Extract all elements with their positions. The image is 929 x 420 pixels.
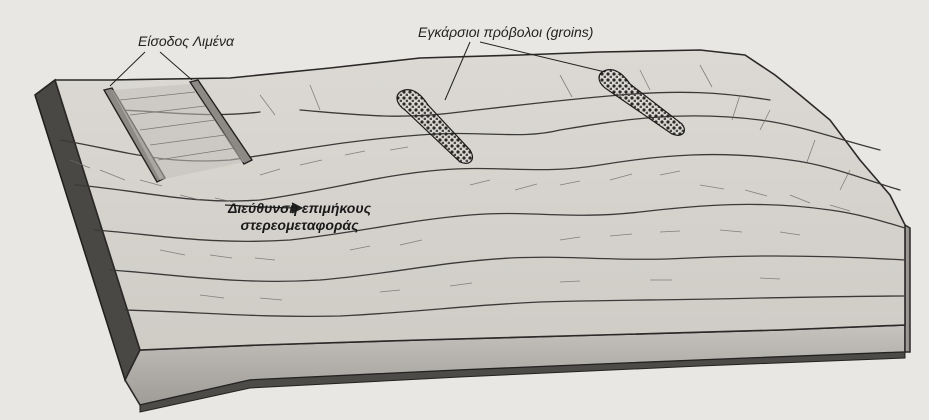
- longshore-transport-label: Διεύθυνση επιμήκους στερεομεταφοράς: [228, 200, 371, 234]
- groins-label: Εγκάρσιοι πρόβολοι (groins): [418, 24, 593, 40]
- longshore-transport-line1: Διεύθυνση επιμήκους: [228, 200, 371, 217]
- longshore-transport-line2: στερεομεταφοράς: [228, 217, 371, 234]
- harbor-entrance-label: Είσοδος Λιμένα: [138, 33, 234, 49]
